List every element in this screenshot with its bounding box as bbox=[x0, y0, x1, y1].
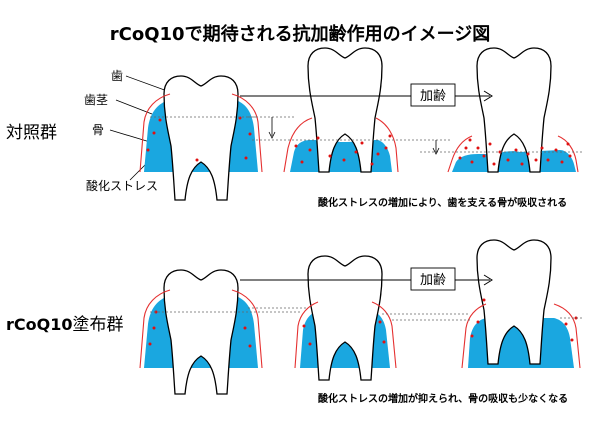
group-label-rcoq10: rCoQ10塗布群 bbox=[6, 314, 124, 335]
ros-dots bbox=[148, 310, 252, 348]
legend-bone-label: 骨 bbox=[92, 123, 104, 137]
legend-gum-label: 歯茎 bbox=[84, 93, 108, 107]
aging-arrow-control: 加齢 bbox=[240, 83, 493, 107]
ros-dots bbox=[458, 138, 572, 166]
ros-dots bbox=[294, 134, 392, 166]
tooth-aged-control bbox=[447, 47, 579, 173]
aging-arrow-rcoq10: 加齢 bbox=[240, 267, 493, 291]
tooth-young-control bbox=[139, 75, 263, 201]
ros-dots bbox=[470, 298, 578, 342]
caption-rcoq10: 酸化ストレスの増加が抑えられ、骨の吸収も少なくなる bbox=[318, 392, 568, 405]
tooth-middle-rcoq10 bbox=[294, 255, 397, 381]
page-title: rCoQ10で期待される抗加齢作用のイメージ図 bbox=[110, 23, 490, 45]
aging-label-rcoq10: 加齢 bbox=[420, 273, 446, 288]
row-rcoq10: rCoQ10塗布群 bbox=[6, 239, 584, 405]
legend-tooth-label: 歯 bbox=[111, 69, 123, 83]
group-label-control: 対照群 bbox=[6, 123, 57, 143]
tooth-young-rcoq10 bbox=[139, 269, 263, 395]
caption-control: 酸化ストレスの増加により、歯を支える骨が吸収される bbox=[318, 196, 567, 209]
bone-loss-arrows bbox=[268, 117, 440, 155]
bone-level-lines bbox=[150, 307, 584, 321]
tooth-middle-control bbox=[283, 47, 399, 173]
tooth-aged-rcoq10 bbox=[461, 239, 581, 369]
legend-oxidative-stress-label: 酸化ストレス bbox=[86, 178, 158, 193]
row-control: 対照群 歯 歯茎 骨 酸化ストレス bbox=[6, 47, 582, 209]
aging-label-control: 加齢 bbox=[420, 89, 446, 104]
ros-dots bbox=[302, 320, 386, 346]
